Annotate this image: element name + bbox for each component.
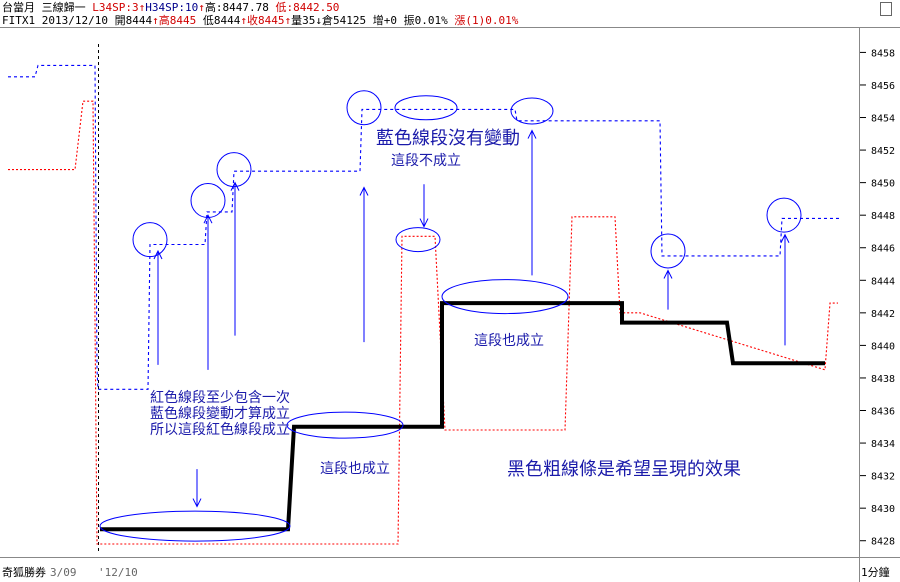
price-tick-label: 8442 bbox=[871, 309, 895, 320]
header-up-arrow: ↑ bbox=[138, 1, 146, 14]
price-tick-label: 8450 bbox=[871, 179, 895, 190]
header-arrow: ↓ bbox=[315, 14, 322, 27]
price-tick-label: 8438 bbox=[871, 374, 895, 385]
annotation-arrow-head bbox=[663, 269, 673, 279]
footer-prev-date: 3/09 bbox=[50, 566, 77, 579]
footer-date: '12/10 bbox=[98, 566, 138, 579]
header-h34sp: H34SP:10 bbox=[145, 1, 199, 14]
price-tick-label: 8436 bbox=[871, 407, 895, 418]
annotation-arrow-head bbox=[153, 249, 163, 260]
annotation-red-rule-line: 所以這段紅色線段成立 bbox=[150, 422, 290, 438]
header-change: 漲(1)0.01% bbox=[454, 14, 519, 27]
header-day-high: 高8445 bbox=[158, 14, 197, 27]
header-open-interest: 倉54125 bbox=[321, 14, 367, 27]
annotation-also-valid: 這段也成立 bbox=[320, 461, 390, 477]
price-tick-label: 8456 bbox=[871, 81, 895, 92]
price-tick-label: 8448 bbox=[871, 211, 895, 222]
price-tick-label: 8458 bbox=[871, 48, 895, 59]
series-thick-black bbox=[100, 301, 825, 532]
price-tick-label: 8440 bbox=[871, 341, 895, 352]
chart-arrows bbox=[153, 129, 790, 508]
price-tick-label: 8446 bbox=[871, 244, 895, 255]
price-tick-label: 8452 bbox=[871, 146, 895, 157]
price-tick-label: 8444 bbox=[871, 276, 895, 287]
chart-series bbox=[8, 64, 840, 545]
annotation-red-rule: 紅色線段至少包含一次 藍色線段變動才算成立 所以這段紅色線段成立 bbox=[150, 390, 290, 438]
annotation-arrow-head bbox=[359, 186, 369, 196]
header-arrow: ↑ bbox=[152, 14, 159, 27]
header-line-1: 台當月 三線歸一 L34SP:3↑H34SP:10↑高:8447.78 低:84… bbox=[2, 1, 339, 14]
annotation-arrow-head bbox=[780, 233, 790, 243]
header-high: 高:8447.78 bbox=[204, 1, 269, 14]
annotation-arrow-head bbox=[203, 214, 213, 224]
header-line-2: FITX1 2013/12/10 開8444↑高8445 低8444↑收8445… bbox=[2, 14, 518, 27]
highlight-circle bbox=[650, 233, 686, 269]
highlight-ellipse bbox=[395, 227, 441, 253]
annotation-arrow-head bbox=[230, 181, 240, 191]
series-dashed-thin-blue bbox=[8, 64, 840, 390]
header-open: 開8444 bbox=[114, 14, 153, 27]
annotation-red-rule-line: 紅色線段至少包含一次 bbox=[150, 390, 290, 406]
header-close: 收8445 bbox=[246, 14, 285, 27]
header-day-low: 低8444 bbox=[202, 14, 241, 27]
annotation-arrow-head bbox=[192, 498, 202, 508]
annotation-red-rule-line: 藍色線段變動才算成立 bbox=[150, 406, 290, 422]
annotation-arrow-head bbox=[419, 218, 429, 228]
header-arrow: ↑ bbox=[240, 14, 247, 27]
header-l34sp: L34SP:3 bbox=[92, 1, 139, 14]
price-tick-label: 8434 bbox=[871, 439, 895, 450]
annotation-not-valid: 這段不成立 bbox=[391, 153, 461, 169]
highlight-ellipse bbox=[394, 95, 458, 121]
chart-frame bbox=[0, 27, 900, 582]
header-low: 低:8442.50 bbox=[275, 1, 340, 14]
highlight-circle bbox=[346, 90, 382, 126]
header-arrow: ↑ bbox=[284, 14, 292, 27]
annotation-black-goal: 黑色粗線條是希望呈現的效果 bbox=[507, 459, 741, 480]
window-corner-box[interactable] bbox=[880, 2, 892, 16]
footer-period[interactable]: 1分鐘 bbox=[861, 566, 890, 579]
price-axis: 8428 8430 8432 8434 8436 8438 8440 8442 8444 8446… bbox=[860, 48, 895, 548]
price-tick-label: 8428 bbox=[871, 537, 895, 548]
header-name: 台當月 bbox=[2, 1, 35, 14]
header-indicator: 三線歸一 bbox=[41, 1, 86, 14]
annotation-arrow-head bbox=[527, 129, 537, 139]
annotation-also-valid: 這段也成立 bbox=[474, 333, 544, 349]
highlight-ellipse bbox=[510, 97, 554, 125]
highlight-ellipse bbox=[99, 510, 291, 542]
annotation-blue-no-change: 藍色線段沒有變動 bbox=[376, 128, 520, 149]
header-up-arrow: ↑ bbox=[198, 1, 205, 14]
highlight-circle bbox=[766, 197, 802, 233]
highlight-ellipse bbox=[286, 411, 404, 439]
header-volume: 量35 bbox=[291, 14, 316, 27]
highlight-circle bbox=[132, 222, 168, 258]
header-oi-change: 增+0 bbox=[372, 14, 397, 27]
header-symbol: FITX1 2013/12/10 bbox=[2, 14, 108, 27]
price-tick-label: 8432 bbox=[871, 472, 895, 483]
header-amplitude: 振0.01% bbox=[403, 14, 448, 27]
footer-broker: 奇狐勝券 bbox=[2, 566, 46, 579]
price-tick-label: 8454 bbox=[871, 114, 895, 125]
highlight-ellipse bbox=[441, 279, 569, 315]
highlight-circle bbox=[216, 152, 252, 188]
price-tick-label: 8430 bbox=[871, 504, 895, 515]
